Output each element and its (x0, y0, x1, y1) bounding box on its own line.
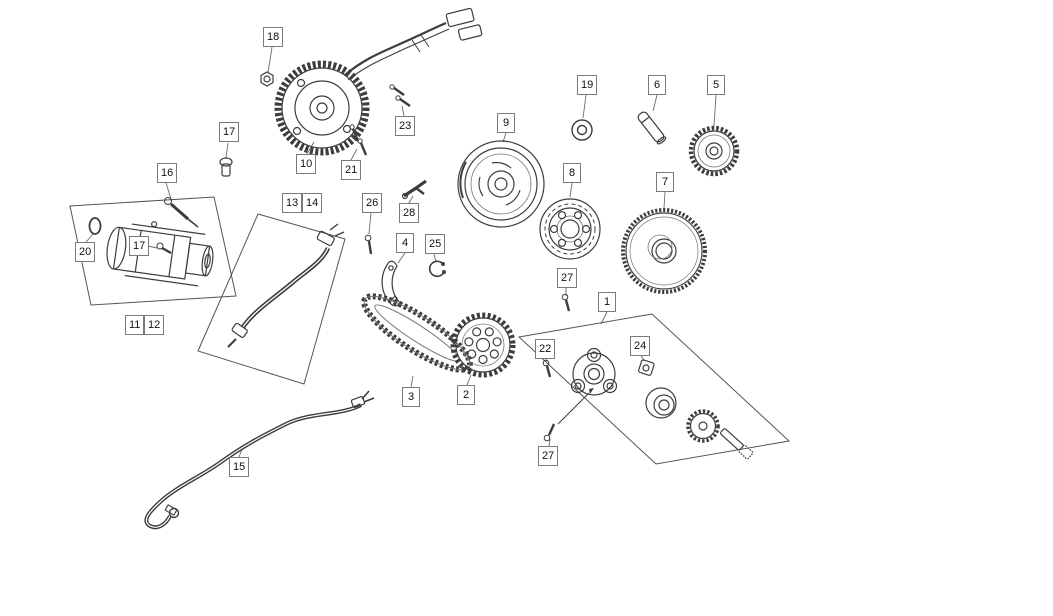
part-label: 19 (577, 75, 598, 95)
part-label: 14 (302, 193, 323, 213)
part-label: 23 (395, 116, 416, 136)
part-label: 27 (557, 268, 578, 288)
clamp-28-drawing (401, 179, 427, 200)
part-label: 2 (457, 385, 475, 405)
part-label: 25 (425, 234, 446, 254)
part-label: 20 (75, 242, 96, 262)
oil-pump-bolts-drawing (542, 293, 594, 442)
washer-19-drawing (571, 119, 593, 141)
part-label: 26 (362, 193, 383, 213)
part-label: 7 (656, 172, 674, 192)
part-label: 22 (535, 339, 556, 359)
part-label: 17 (219, 122, 240, 142)
bolt-17-lower-drawing (156, 242, 172, 255)
snap-ring-25-drawing (428, 260, 446, 278)
screws-21-drawing (349, 124, 368, 156)
oil-pump-box (517, 313, 791, 465)
bolt-26-drawing (364, 234, 373, 255)
part-label: 9 (497, 113, 515, 133)
part-label: 5 (707, 75, 725, 95)
oil-pump-drawing (570, 347, 754, 460)
flywheel-drawing (457, 140, 545, 228)
ground-cable-drawing (144, 390, 375, 530)
part-label: 16 (157, 163, 178, 183)
starter-cable-drawing (227, 223, 345, 348)
part-label: 10 (296, 154, 317, 174)
gear-5-drawing (688, 125, 740, 177)
shaft-6-drawing (637, 111, 667, 145)
part-label: 8 (563, 163, 581, 183)
assembly-boxes (69, 196, 791, 465)
starter-clutch-drawing (539, 198, 601, 260)
sprocket-2-drawing (450, 312, 516, 378)
starter-motor-box (69, 196, 237, 306)
starter-cable-box (197, 213, 346, 385)
part-label: 27 (538, 446, 559, 466)
nut-18-drawing (260, 71, 274, 87)
gear-7-drawing (621, 208, 707, 294)
stator-drawing (274, 7, 483, 156)
part-label: 18 (263, 27, 284, 47)
screws-23-drawing (389, 84, 411, 107)
o-ring-20-drawing (88, 217, 102, 235)
part-label: 28 (399, 203, 420, 223)
part-label: 3 (402, 387, 420, 407)
part-label: 1 (598, 292, 616, 312)
part-label: 13 (282, 193, 303, 213)
part-label: 15 (229, 457, 250, 477)
bolt-17-upper-drawing (219, 157, 233, 177)
part-label: 11 (125, 315, 145, 335)
part-label: 21 (341, 160, 362, 180)
part-label: 4 (396, 233, 414, 253)
part-label: 17 (129, 236, 150, 256)
part-label: 6 (648, 75, 666, 95)
part-label: 24 (630, 336, 651, 356)
part-label: 12 (144, 315, 165, 335)
bolt-16-drawing (164, 197, 199, 228)
leader-lines (85, 46, 717, 458)
